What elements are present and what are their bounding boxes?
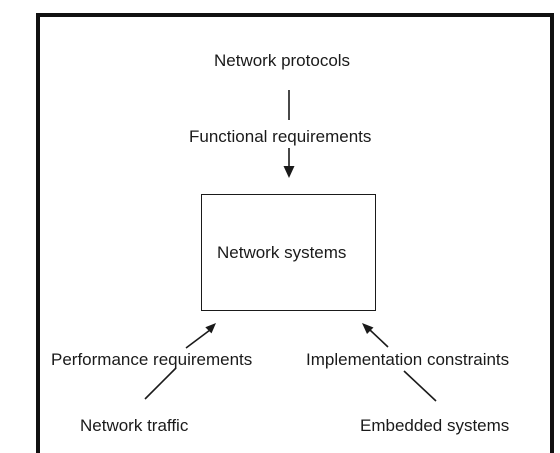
network-systems-box — [201, 194, 376, 311]
functional-requirements-arrow — [283, 90, 295, 178]
performance-requirements-arrow — [144, 323, 216, 400]
network-traffic-label: Network traffic — [80, 416, 189, 435]
performance-requirements-label: Performance requirements — [51, 350, 253, 369]
network-protocols-label: Network protocols — [214, 51, 351, 70]
network-systems-label: Network systems — [217, 243, 347, 262]
functional-requirements-label: Functional requirements — [189, 127, 372, 146]
embedded-systems-label: Embedded systems — [360, 416, 510, 435]
implementation-constraints-arrow — [362, 323, 437, 402]
implementation-constraints-label: Implementation constraints — [306, 350, 510, 369]
diagram-frame — [36, 13, 554, 453]
